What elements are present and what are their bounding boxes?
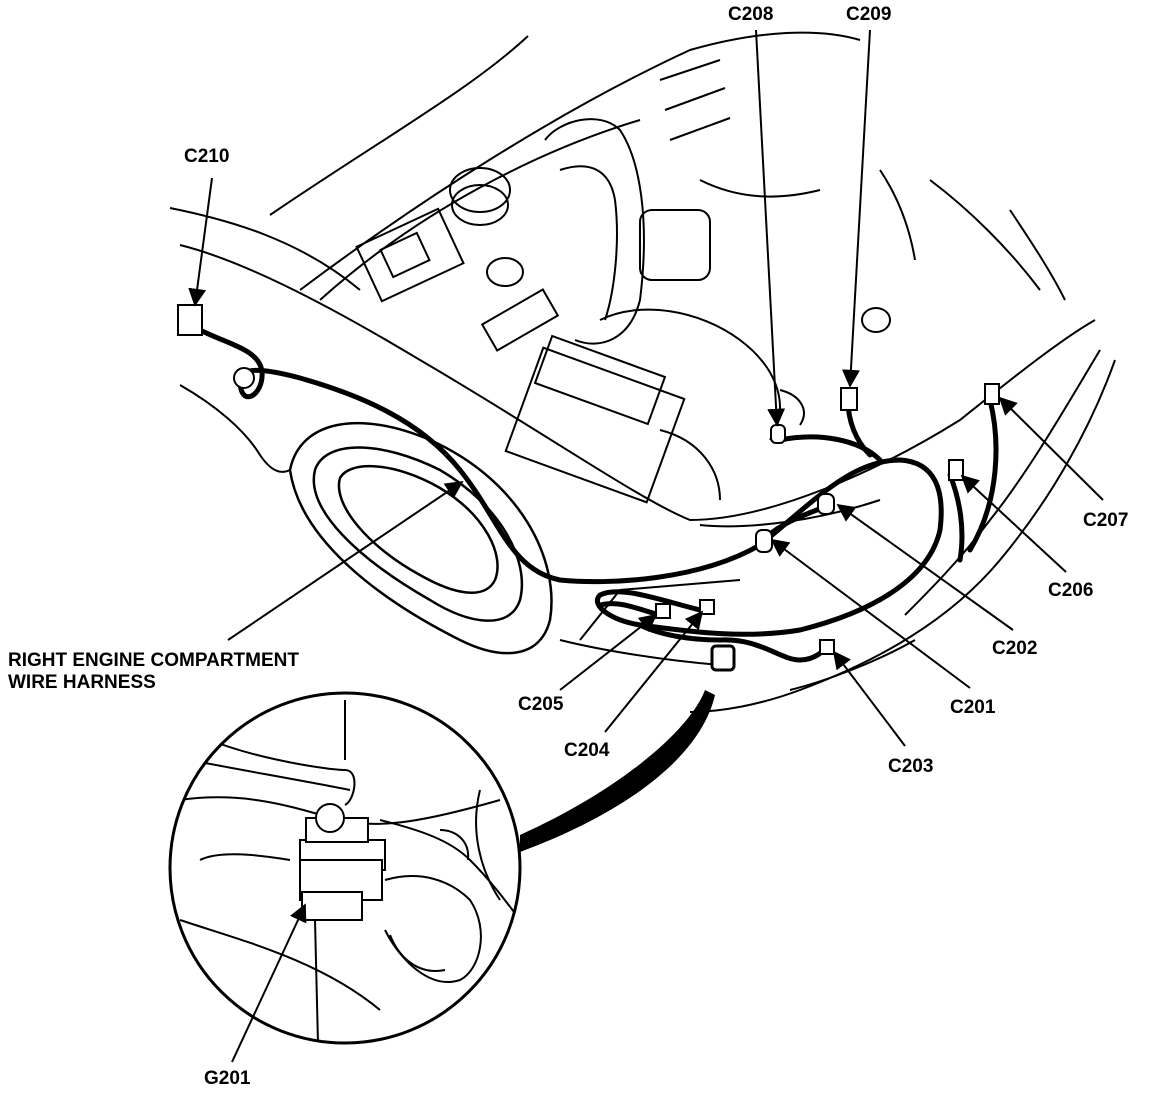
label-c206: C206 (1048, 580, 1094, 601)
wheel (288, 421, 553, 655)
label-c202: C202 (992, 638, 1038, 659)
harness-clip-shape (233, 367, 255, 389)
label-c201: C201 (950, 697, 996, 718)
c207-leader (998, 396, 1104, 501)
c206-leader (960, 474, 1067, 573)
leader-arrows (188, 29, 1104, 1063)
c209-leader (841, 29, 871, 388)
label-c204: C204 (564, 740, 610, 761)
detail-connector-band (520, 690, 715, 852)
body-outline (169, 31, 1116, 713)
connector-c205-shape (655, 603, 671, 619)
connector-c207-shape (984, 383, 1000, 405)
engine-components (355, 59, 891, 641)
harness-label-line2: WIRE HARNESS (8, 672, 156, 693)
c205-leader (559, 613, 658, 691)
g201-leader (231, 903, 307, 1063)
wire-harness (197, 327, 999, 663)
harness-leader (227, 480, 464, 641)
harness-label: RIGHT ENGINE COMPARTMENT WIRE HARNESS (8, 650, 368, 694)
connector-c203-shape (819, 639, 835, 655)
c201-leader (770, 538, 971, 689)
label-c208: C208 (728, 4, 774, 25)
ground-g201-shape (710, 644, 736, 672)
label-c209: C209 (846, 4, 892, 25)
connector-c210-shape (177, 304, 203, 336)
label-c210: C210 (184, 146, 230, 167)
connector-c206-shape (948, 459, 964, 481)
connector-c202-shape (817, 493, 835, 515)
harness-label-line1: RIGHT ENGINE COMPARTMENT (8, 650, 299, 671)
c204-leader (604, 610, 704, 733)
connector-c204-shape (699, 599, 715, 615)
connector-shapes (177, 304, 1000, 672)
connector-c201-shape (755, 529, 773, 553)
label-c205: C205 (518, 694, 564, 715)
c208-leader (755, 29, 786, 427)
c210-leader (188, 177, 213, 307)
label-c207: C207 (1083, 510, 1129, 531)
connector-c209-shape (840, 387, 858, 411)
magnified-ground-detail-icon (168, 691, 522, 1045)
c203-leader (832, 650, 906, 747)
connector-c208-shape (770, 424, 786, 444)
label-c203: C203 (888, 756, 934, 777)
c202-leader (836, 503, 1014, 631)
label-g201: G201 (204, 1068, 251, 1089)
